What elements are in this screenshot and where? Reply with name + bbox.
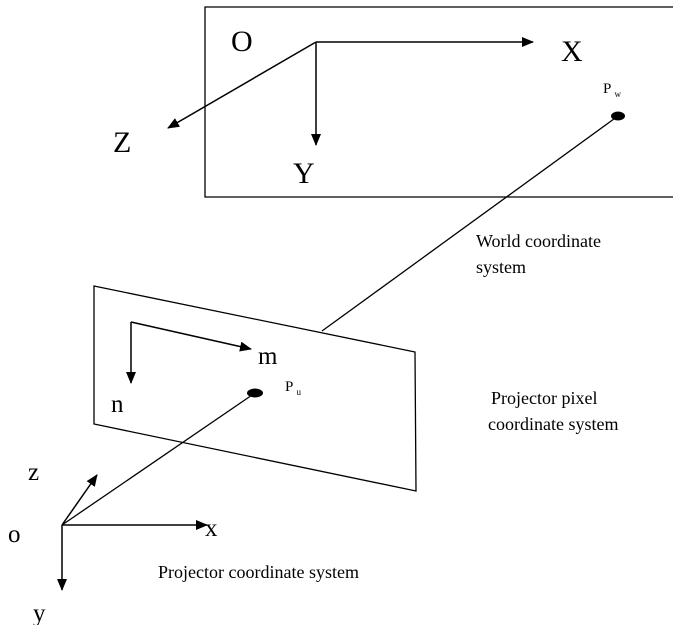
world-point-letter: P — [603, 81, 611, 97]
projector-origin-label: o — [8, 521, 21, 548]
world-z-label: Z — [113, 126, 131, 159]
pixel-point-pu — [247, 388, 263, 398]
pixel-plane — [93, 285, 417, 492]
projector-caption: Projector coordinate system — [158, 562, 359, 582]
pixel-m-label: m — [258, 343, 278, 370]
pixel-caption-line1: Projector pixel — [491, 388, 597, 408]
world-point-label: P w — [603, 81, 622, 99]
world-caption-line2: system — [476, 257, 526, 277]
projector-z-label: z — [28, 459, 39, 486]
ray-pixel-to-origin — [61, 392, 256, 526]
pixel-n-label: n — [111, 391, 124, 418]
world-y-label: Y — [293, 157, 315, 190]
pixel-point-letter: P — [285, 379, 293, 395]
world-origin-label: O — [231, 25, 253, 58]
pixel-m-axis — [130, 321, 252, 352]
projector-y-label: y — [33, 600, 46, 625]
pixel-point-label: P u — [285, 379, 302, 397]
projector-z-axis — [61, 474, 98, 526]
world-x-label: X — [561, 35, 583, 68]
world-plane — [204, 6, 673, 198]
pixel-caption-line2: coordinate system — [488, 414, 618, 434]
world-point-subscript: w — [615, 89, 622, 99]
projector-x-label: x — [205, 515, 218, 542]
ray-world-to-pixel — [321, 115, 619, 332]
world-z-axis — [167, 41, 317, 129]
pixel-point-subscript: u — [297, 387, 302, 397]
world-caption-line1: World coordinate — [476, 231, 601, 251]
